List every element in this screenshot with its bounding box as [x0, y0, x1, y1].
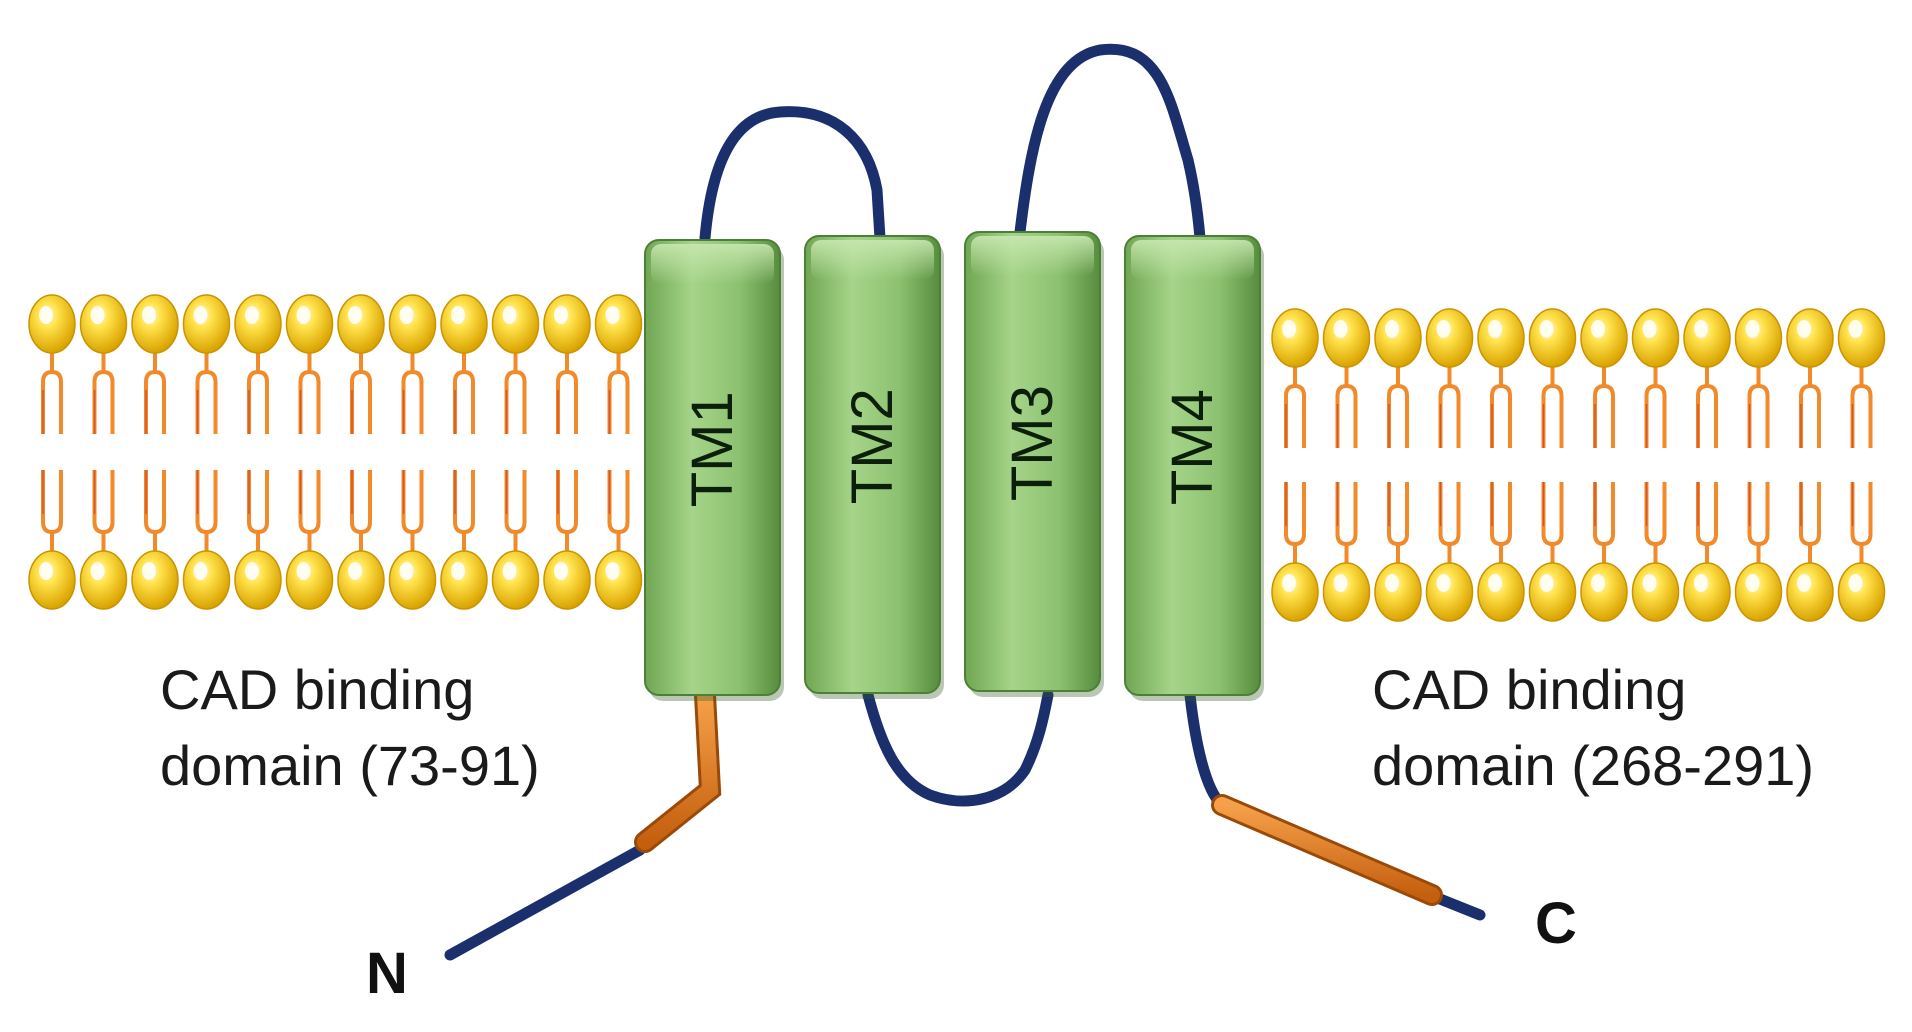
cad-segments: [634, 684, 1443, 906]
lipid-molecule: [1322, 482, 1371, 622]
lipid-bilayer-left: [28, 294, 643, 610]
cad-left-line-2: domain (73-91): [160, 734, 540, 797]
lipid-molecule: [1837, 482, 1886, 622]
helix-label: TM1: [680, 391, 745, 507]
cad-segment-right: [1214, 797, 1440, 903]
lipid-molecule: [491, 470, 540, 610]
lipid-molecule: [1734, 482, 1783, 622]
lipid-molecule: [1477, 482, 1525, 622]
lipid-molecule: [543, 294, 591, 434]
lipid-molecule: [79, 294, 128, 434]
lipid-molecule: [1374, 308, 1422, 448]
lipid-molecule: [1271, 482, 1319, 622]
lipid-molecule: [388, 470, 437, 610]
lipid-molecule: [131, 470, 179, 610]
lipid-molecule: [1425, 482, 1474, 622]
lipid-molecule: [543, 470, 591, 610]
lipid-molecule: [131, 294, 179, 434]
lipid-molecule: [1477, 308, 1525, 448]
lipid-molecule: [594, 470, 643, 610]
lipid-molecule: [79, 470, 128, 610]
cad-left-line-1: CAD binding: [160, 658, 475, 721]
lipid-molecule: [1528, 308, 1577, 448]
n-terminus-label: N: [366, 941, 408, 1006]
intracellular-loop-1: [862, 689, 1054, 807]
cad-right-line-2: domain (268-291): [1372, 734, 1815, 797]
n-terminal-tail: [444, 844, 646, 961]
lipid-molecule: [234, 294, 282, 434]
lipid-molecule: [1580, 482, 1628, 622]
lipid-molecule: [1425, 308, 1474, 448]
lipid-molecule: [337, 294, 385, 434]
helix-tm3: TM3: [964, 231, 1104, 697]
helix-tm2: TM2: [804, 235, 944, 699]
lipid-bilayer-right: [1271, 308, 1886, 622]
lipid-molecule: [1528, 482, 1577, 622]
lipid-molecule: [594, 294, 643, 434]
lipid-molecule: [285, 470, 334, 610]
extracellular-loop-1: [699, 106, 886, 244]
lipid-molecule: [1786, 308, 1834, 448]
extracellular-loop-2: [1014, 43, 1206, 244]
lipid-molecule: [388, 294, 437, 434]
lipid-molecule: [491, 294, 540, 434]
lipid-molecule: [1271, 308, 1319, 448]
helix-label: TM2: [840, 388, 905, 504]
cad-segment-left: [637, 687, 719, 850]
lipid-molecule: [337, 470, 385, 610]
lipid-molecule: [1683, 482, 1731, 622]
lipid-molecule: [182, 294, 231, 434]
lipid-molecule: [28, 470, 76, 610]
cad-right-line-1: CAD binding: [1372, 658, 1687, 721]
helix-tm1: TM1: [644, 239, 784, 701]
helix-tm4: TM4: [1124, 235, 1264, 701]
lipid-molecule: [440, 294, 488, 434]
helix-label: TM4: [1160, 389, 1225, 505]
lipid-molecule: [1683, 308, 1731, 448]
lipid-molecule: [1322, 308, 1371, 448]
lipid-molecule: [182, 470, 231, 610]
lipid-molecule: [1374, 482, 1422, 622]
lipid-molecule: [1580, 308, 1628, 448]
helix-label: TM3: [1000, 385, 1065, 501]
lipid-molecule: [234, 470, 282, 610]
polypeptide-chain: [444, 43, 1486, 961]
c-terminus-label: C: [1535, 891, 1577, 956]
lipid-molecule: [1837, 308, 1886, 448]
transmembrane-helices: TM1 TM2 TM3 TM4: [644, 231, 1264, 701]
lipid-molecule: [285, 294, 334, 434]
cad-binding-domain-left-label: CAD binding domain (73-91): [160, 652, 540, 804]
cad-binding-domain-right-label: CAD binding domain (268-291): [1372, 652, 1814, 804]
lipid-molecule: [28, 294, 76, 434]
lipid-molecule: [440, 470, 488, 610]
lipid-molecule: [1631, 308, 1680, 448]
lipid-molecule: [1631, 482, 1680, 622]
lipid-molecule: [1734, 308, 1783, 448]
lipid-molecule: [1786, 482, 1834, 622]
